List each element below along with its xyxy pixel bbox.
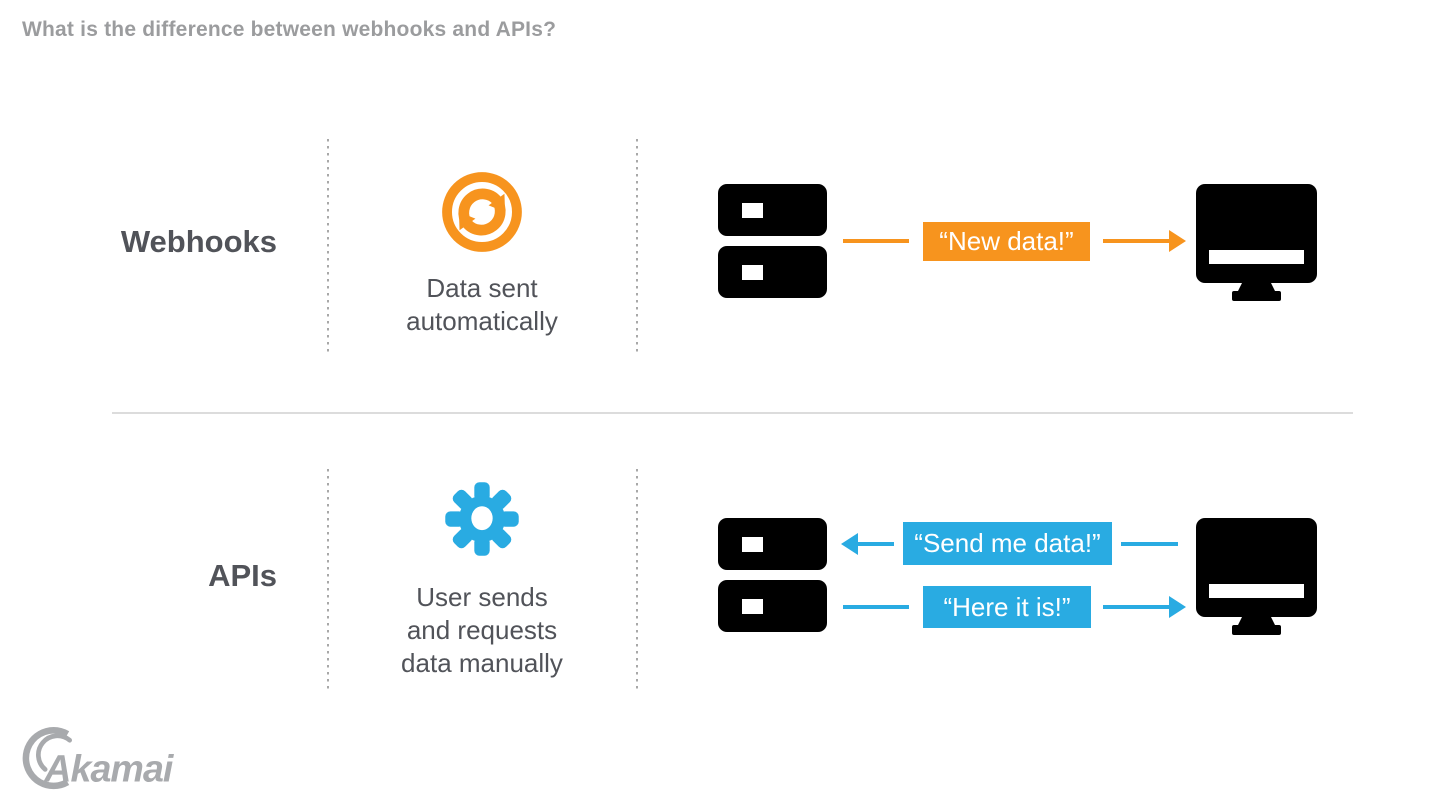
arrow-head [1169, 230, 1186, 252]
apis-caption: User sends and requests data manually [401, 582, 563, 678]
dotted-separator-right-webhooks [636, 139, 638, 353]
api-response-line [843, 605, 909, 609]
arrow-right-icon [1103, 230, 1186, 252]
akamai-logo: Akamai [22, 727, 176, 790]
arrow-shaft [1103, 239, 1169, 243]
row-divider [112, 412, 1353, 414]
webhooks-row-label: Webhooks [120, 224, 277, 259]
arrow-shaft [858, 542, 894, 546]
api-request-line [1121, 542, 1178, 546]
webhooks-caption: Data sent automatically [406, 273, 558, 336]
arrow-head [841, 533, 858, 555]
arrow-shaft [1103, 605, 1169, 609]
apis-row-label: APIs [208, 558, 277, 593]
brand-text: Akamai [43, 748, 175, 790]
server-icon [718, 518, 827, 632]
sync-icon [442, 172, 522, 252]
gear-icon [445, 482, 519, 556]
dotted-separator-right-apis [636, 469, 638, 689]
arrow-head [1169, 596, 1186, 618]
api-request-box: “Send me data!” [903, 522, 1112, 565]
page-title: What is the difference between webhooks … [22, 18, 557, 41]
arrow-right-icon [1103, 596, 1186, 618]
dotted-separator-left-apis [327, 469, 329, 689]
monitor-icon [1196, 518, 1317, 635]
api-response-box: “Here it is!” [923, 586, 1091, 628]
webhook-flow-line [843, 239, 909, 243]
monitor-icon [1196, 184, 1317, 301]
arrow-left-icon [841, 533, 894, 555]
webhook-message-box: “New data!” [923, 222, 1090, 261]
dotted-separator-left-webhooks [327, 139, 329, 353]
server-icon [718, 184, 827, 298]
